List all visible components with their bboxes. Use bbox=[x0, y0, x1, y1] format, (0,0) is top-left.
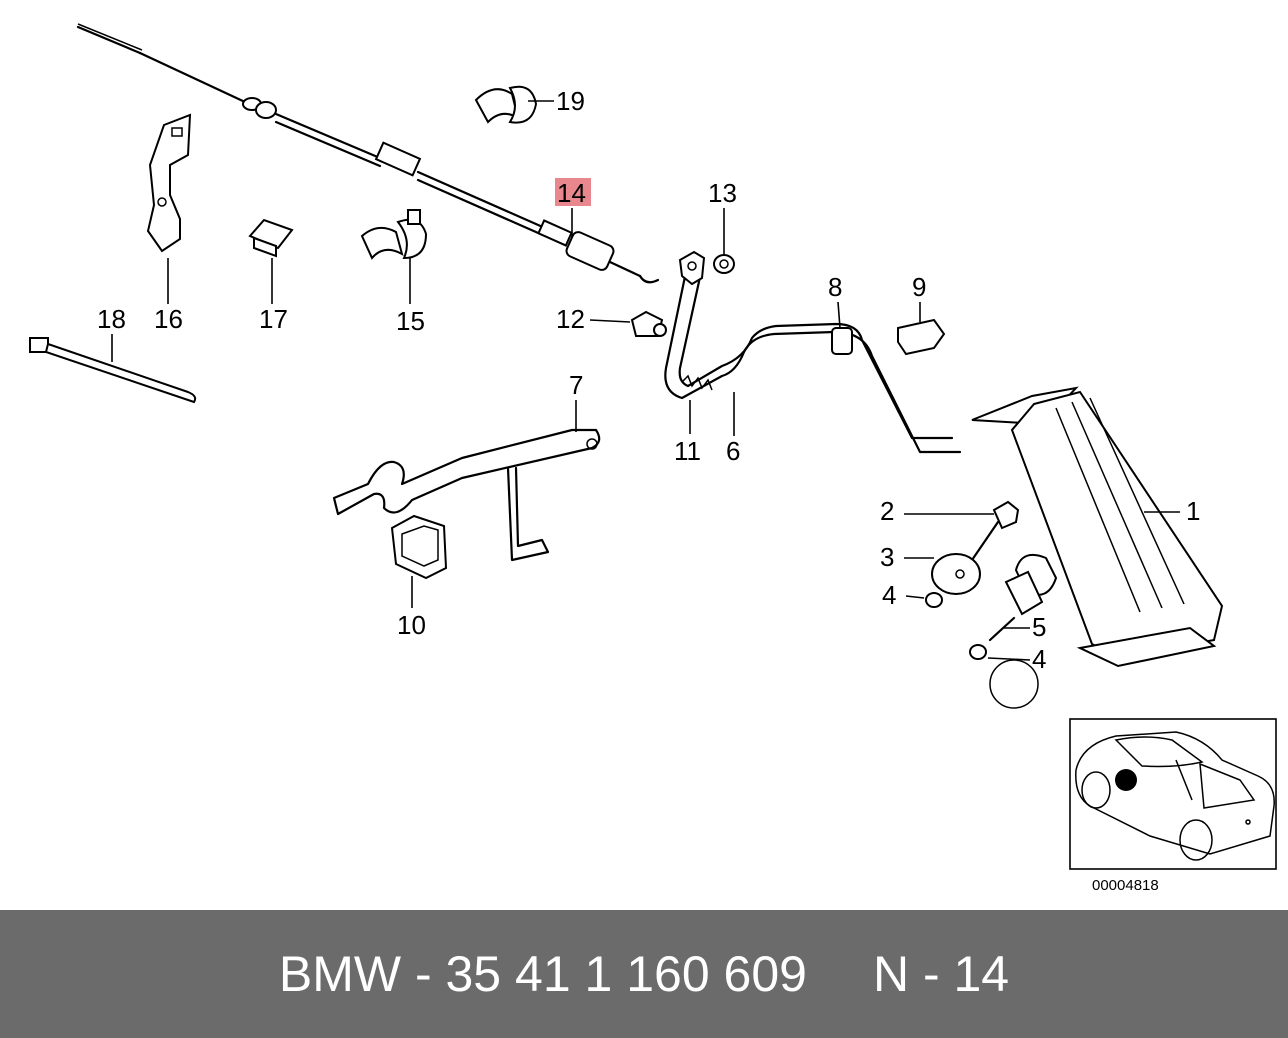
callout-6[interactable]: 6 bbox=[726, 436, 740, 466]
part-lever-7[interactable] bbox=[332, 428, 601, 562]
location-marker bbox=[1115, 769, 1137, 791]
part-bracket-10[interactable] bbox=[390, 514, 448, 580]
callout-16[interactable]: 16 bbox=[154, 304, 183, 334]
part-shaft-6[interactable] bbox=[664, 250, 962, 454]
callout-12[interactable]: 12 bbox=[556, 304, 585, 334]
part-stop-plate-3[interactable] bbox=[931, 553, 981, 595]
part-cap bbox=[989, 659, 1039, 709]
callout-4a[interactable]: 4 bbox=[882, 580, 896, 610]
diagram-code: 00004818 bbox=[1092, 877, 1159, 894]
callout-9[interactable]: 9 bbox=[912, 272, 926, 302]
part-washer-13[interactable] bbox=[713, 254, 735, 274]
callout-18[interactable]: 18 bbox=[97, 304, 126, 334]
parts-diagram: 1 2 3 4 5 4 6 7 8 9 10 11 12 13 14 15 16… bbox=[29, 23, 1277, 870]
part-plug-12[interactable] bbox=[630, 310, 667, 337]
callout-15[interactable]: 15 bbox=[396, 306, 425, 336]
part-bush-8[interactable] bbox=[831, 327, 853, 355]
callout-13[interactable]: 13 bbox=[708, 178, 737, 208]
callout-17[interactable]: 17 bbox=[259, 304, 288, 334]
locator-inset bbox=[1069, 718, 1277, 870]
callouts: 1 2 3 4 5 4 6 7 8 9 10 11 12 13 14 15 16… bbox=[97, 86, 1200, 674]
part-number-label: BMW - 35 41 1 160 609 bbox=[278, 946, 807, 1002]
car-outline-icon bbox=[1075, 731, 1275, 861]
part-throttle-cable[interactable] bbox=[76, 23, 660, 284]
callout-7[interactable]: 7 bbox=[569, 370, 583, 400]
part-pedal-1[interactable] bbox=[971, 386, 1224, 668]
callout-3[interactable]: 3 bbox=[880, 542, 894, 572]
callout-19[interactable]: 19 bbox=[556, 86, 585, 116]
footer-bar: BMW - 35 41 1 160 609 N - 14 bbox=[0, 910, 1288, 1038]
part-spring-11[interactable] bbox=[681, 374, 713, 391]
position-label: N - 14 bbox=[872, 946, 1010, 1002]
callout-1[interactable]: 1 bbox=[1186, 496, 1200, 526]
callout-4b[interactable]: 4 bbox=[1032, 644, 1046, 674]
part-nut-4b[interactable] bbox=[969, 644, 987, 660]
part-holder-15[interactable] bbox=[360, 209, 428, 260]
part-bolt-2[interactable] bbox=[970, 500, 1020, 562]
callout-10[interactable]: 10 bbox=[397, 610, 426, 640]
callout-14-highlight bbox=[555, 178, 591, 206]
callout-11[interactable]: 11 bbox=[674, 436, 701, 466]
leader-lines bbox=[111, 100, 1180, 661]
part-cable-tie-18[interactable] bbox=[29, 337, 197, 404]
part-bracket-16[interactable] bbox=[146, 113, 192, 253]
callout-2[interactable]: 2 bbox=[880, 496, 894, 526]
part-clip-19[interactable] bbox=[474, 85, 538, 124]
callout-5[interactable]: 5 bbox=[1032, 612, 1046, 642]
part-clip-9[interactable] bbox=[897, 318, 946, 356]
callout-14[interactable]: 14 bbox=[557, 178, 586, 208]
part-clip-nut-17[interactable] bbox=[248, 218, 294, 258]
part-nut-4a[interactable] bbox=[925, 592, 943, 608]
part-kickdown-5[interactable] bbox=[988, 554, 1058, 642]
callout-8[interactable]: 8 bbox=[828, 272, 842, 302]
